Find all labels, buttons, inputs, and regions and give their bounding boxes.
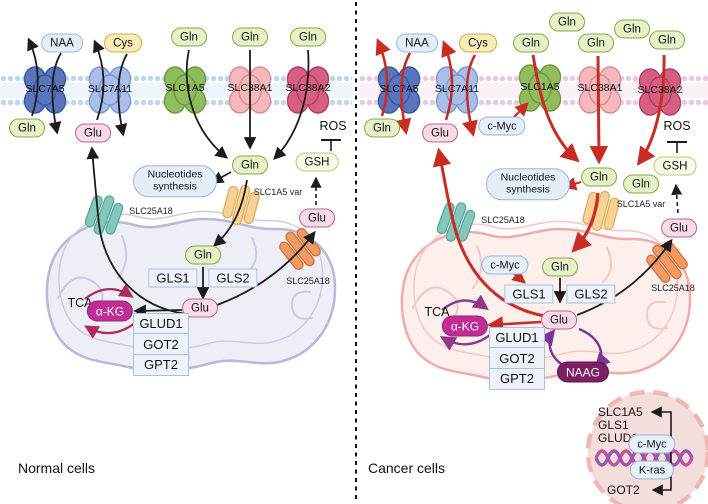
gln-oval: Gln [171,27,207,47]
gsh-oval: GSH [295,152,339,172]
gln-oval: Gln [232,155,268,175]
cmyc-oval: c-Myc [478,116,526,136]
gln-oval: Gln [623,174,659,194]
slc1a5var-label: SLC1A5 var [616,199,666,209]
nucleotide-synthesis-oval: Nucleotides synthesis [486,168,570,200]
glu-oval: Glu [422,123,458,143]
gpt2-box: GPT2 [489,367,545,390]
slc25a18-label: SLC25A18 [481,215,525,225]
normal-cells-caption: Normal cells [18,460,96,476]
gln-oval: Gln [290,27,326,47]
naa-oval: NAA [41,33,83,53]
gln-oval: Gln [232,27,268,47]
slc38a2-label: SLC38A2 [285,82,331,94]
cmyc-oval: c-Myc [481,255,529,275]
cancer-tca-cycle-arrows [439,294,491,351]
glu-oval: Glu [299,208,335,228]
gln-oval: Gln [9,118,45,138]
gsh-oval: GSH [653,156,697,176]
gls2-box: GLS2 [208,268,258,288]
nucleus-gene-gls1: GLS1 [598,418,629,432]
dna-helix [594,449,694,467]
gln-oval: Gln [542,257,578,277]
gln-oval: Gln [649,30,685,50]
slc1a5var-label: SLC1A5 var [253,187,303,197]
nucleus-gene-slc1a5: SLC1A5 [598,405,643,419]
slc25a18-label: SLC25A18 [651,283,695,293]
nucleotide-synthesis-oval: Nucleotides synthesis [133,165,217,197]
got2-box: GOT2 [489,347,545,369]
slc7a5-label: SLC7A5 [25,83,65,95]
enzyme-stack: GLUD1 GOT2 GPT2 [133,312,189,376]
glud1-box: GLUD1 [133,312,189,335]
gln-oval: Gln [581,167,617,187]
cmyc-oval: c-Myc [628,434,676,454]
nucleus-gene-glud1: GLUD1 [598,431,639,445]
gls1-box: GLS1 [148,268,198,288]
naa-oval: NAA [396,33,438,53]
cys-oval: Cys [104,33,142,53]
tca-label: TCA [67,296,93,310]
nucleus-gene-got2: GOT2 [607,483,640,497]
gpt2-box: GPT2 [133,353,189,376]
ros-label: ROS [663,119,691,133]
slc25a18-label: SLC25A18 [286,276,330,286]
gln-oval: Gln [364,118,400,138]
glu-oval: Glu [661,218,697,238]
gls2-box: GLS2 [566,284,616,304]
gln-oval: Gln [513,33,549,53]
gls1-box: GLS1 [504,284,554,304]
slc7a11-label: SLC7A11 [434,83,480,95]
ros-label: ROS [319,119,347,133]
gln-oval: Gln [578,33,614,53]
slc7a11-label: SLC7A11 [87,83,133,95]
cancer-cells-caption: Cancer cells [368,460,446,476]
cys-oval: Cys [459,33,497,53]
tca-label: TCA [424,305,450,319]
gln-oval: Gln [614,19,650,39]
normal-tca-cycle-arrows [84,284,136,339]
naag-oval: NAAG [556,361,610,383]
slc38a1-label: SLC38A1 [227,82,273,94]
glu-oval: Glu [182,298,218,318]
slc25a18-label: SLC25A18 [129,206,173,216]
normal-flux-arrows [27,37,341,318]
gln-oval: Gln [185,245,221,265]
slc38a1-label: SLC38A1 [577,82,623,94]
slc1a5-label: SLC1A5 [165,82,205,94]
slc1a5-label: SLC1A5 [520,81,560,93]
akg-oval: α-KG [86,300,134,322]
enzyme-stack: GLUD1 GOT2 GPT2 [489,326,545,390]
glu-oval: Glu [541,310,577,330]
akg-oval: α-KG [441,315,489,337]
slc7a5-label: SLC7A5 [379,83,419,95]
got2-box: GOT2 [133,333,189,355]
gln-oval: Gln [549,12,585,32]
glu-oval: Glu [75,123,111,143]
kras-oval: K-ras [629,460,675,480]
glud1-box: GLUD1 [489,326,545,349]
slc38a2-label: SLC38A2 [637,84,683,96]
